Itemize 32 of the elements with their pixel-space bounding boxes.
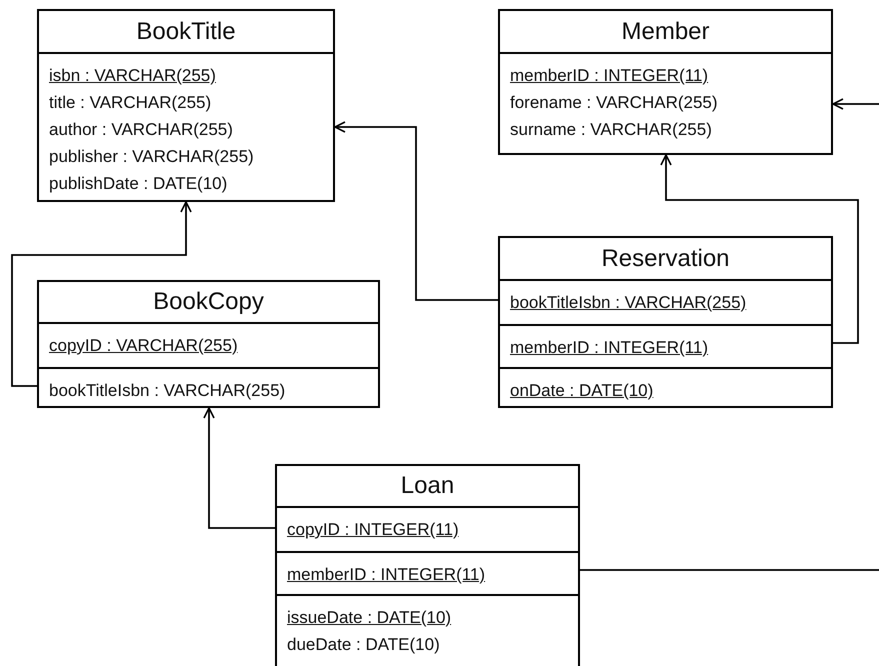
column-definition: copyID : VARCHAR(255) [49, 335, 238, 357]
column-definition: memberID : INTEGER(11) [287, 564, 486, 586]
table-name: BookTitle [136, 18, 236, 46]
column-definition: memberID : INTEGER(11) [510, 337, 708, 359]
connector-arrow [334, 121, 498, 301]
connector-arrow [660, 154, 859, 344]
column-definition: publishDate : DATE(10) [49, 173, 228, 195]
column-definition: copyID : INTEGER(11) [287, 519, 459, 541]
column-definition: issueDate : DATE(10) [287, 607, 452, 629]
table-box [498, 9, 833, 155]
connector-arrow [203, 407, 275, 529]
table-name: Member [621, 18, 710, 46]
column-definition: bookTitleIsbn : VARCHAR(255) [510, 292, 746, 314]
column-definition: dueDate : DATE(10) [287, 634, 440, 656]
table-name: Reservation [601, 244, 730, 272]
column-definition: memberID : INTEGER(11) [510, 65, 708, 87]
column-definition: onDate : DATE(10) [510, 380, 654, 402]
table-name: BookCopy [153, 288, 264, 316]
connector-arrow [580, 98, 879, 571]
table-box [37, 280, 380, 408]
column-definition: forename : VARCHAR(255) [510, 92, 718, 114]
table-box [275, 464, 580, 666]
table-box [37, 9, 335, 202]
table-name: Loan [400, 472, 454, 500]
column-definition: bookTitleIsbn : VARCHAR(255) [49, 380, 286, 402]
table-box [498, 236, 833, 408]
column-definition: surname : VARCHAR(255) [510, 119, 712, 141]
column-definition: publisher : VARCHAR(255) [49, 146, 254, 168]
column-definition: isbn : VARCHAR(255) [49, 65, 216, 87]
column-definition: title : VARCHAR(255) [49, 92, 212, 114]
connector-arrow [11, 201, 192, 387]
column-definition: author : VARCHAR(255) [49, 119, 233, 141]
